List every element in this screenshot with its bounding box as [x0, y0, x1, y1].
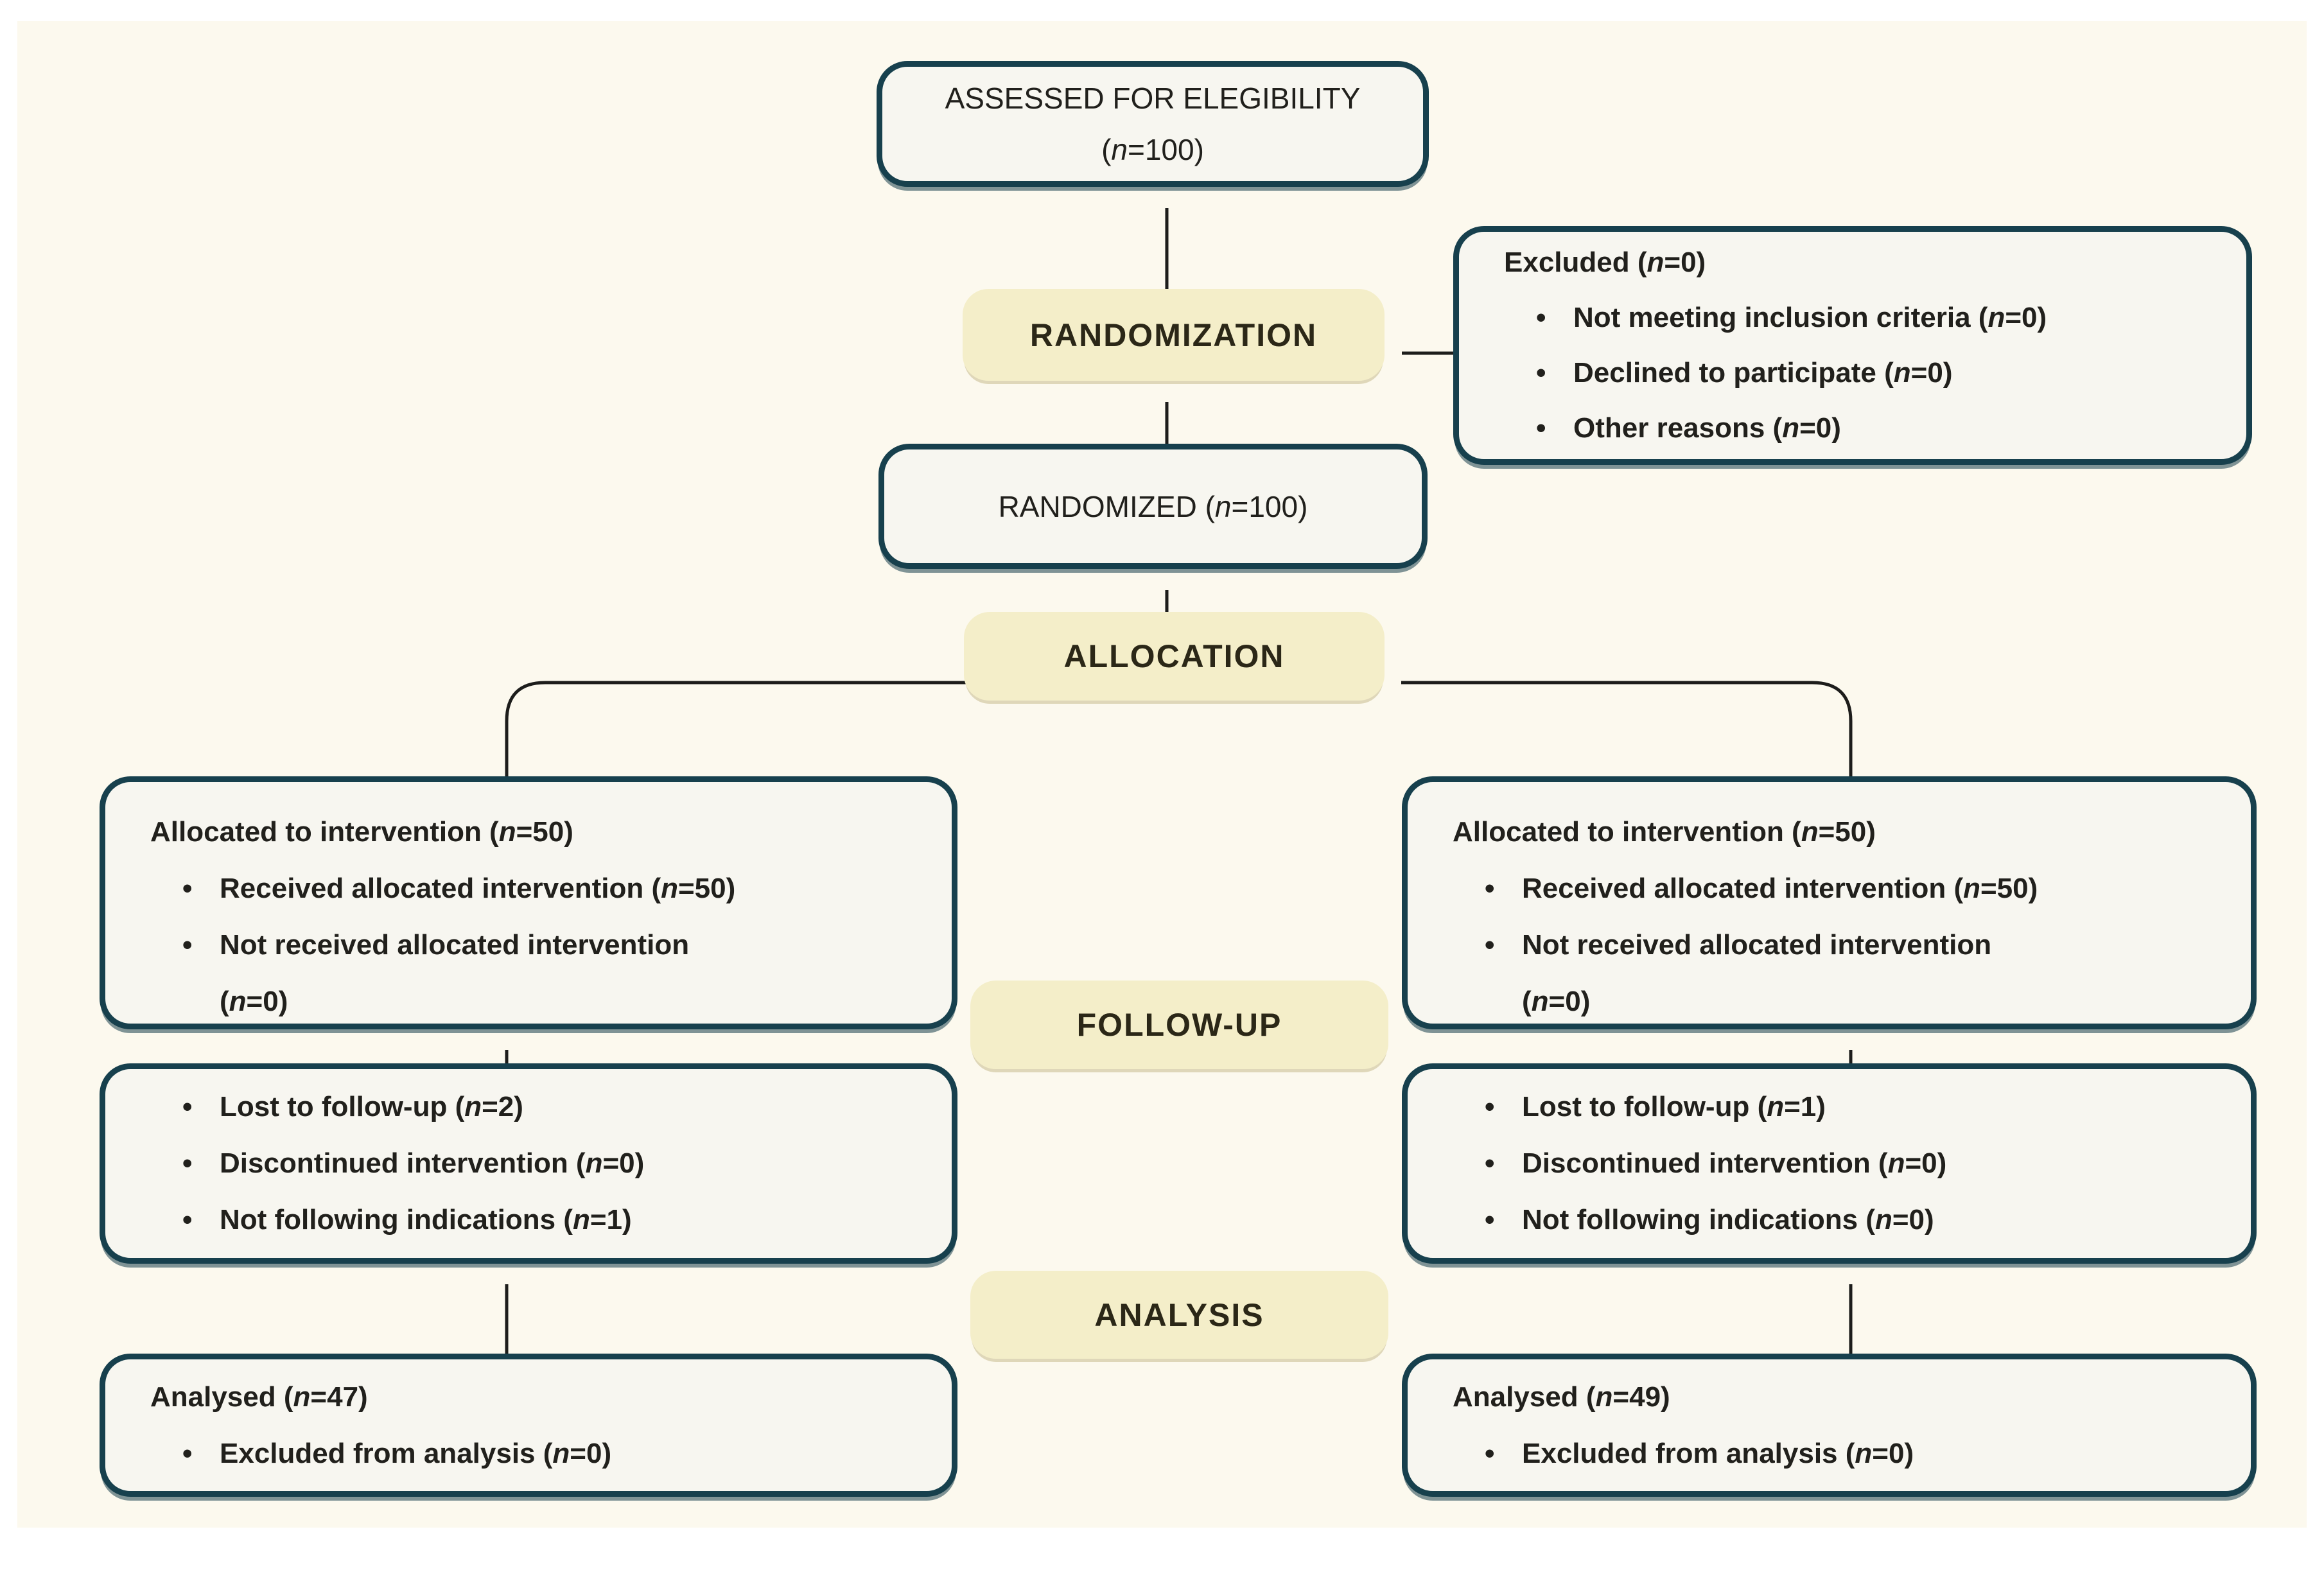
bullet-item: Other reasons (n=0) [1504, 401, 2214, 456]
followup-label: FOLLOW-UP [970, 981, 1388, 1069]
followup-right-box: Lost to follow-up (n=1) Discontinued int… [1402, 1063, 2257, 1264]
analysed-left-box: Analysed (n=47) Excluded from analysis (… [100, 1354, 957, 1497]
followup-label-text: FOLLOW-UP [1076, 1007, 1282, 1043]
analysed-right-bullet-list: Excluded from analysis (n=0) [1453, 1426, 2219, 1482]
allocated-left-title: Allocated to intervention (n=50) [150, 816, 573, 848]
allocation-label: ALLOCATION [964, 612, 1385, 701]
excluded-title: Excluded (n=0) [1504, 247, 1706, 278]
assessed-line1: ASSESSED FOR ELEGIBILITY [945, 82, 1361, 115]
analysed-left-title: Analysed (n=47) [150, 1381, 368, 1413]
analysis-label: ANALYSIS [970, 1271, 1388, 1359]
bullet-item: Not received allocated intervention (n=0… [150, 917, 920, 1030]
excluded-box: Excluded (n=0) Not meeting inclusion cri… [1453, 226, 2252, 465]
bullet-item: Declined to participate (n=0) [1504, 345, 2214, 401]
bullet-item: Excluded from analysis (n=0) [1453, 1426, 2219, 1482]
allocated-left-bullet-list: Received allocated intervention (n=50) N… [150, 860, 920, 1030]
bullet-item: Discontinued intervention (n=0) [150, 1135, 920, 1192]
followup-left-bullet-list: Lost to follow-up (n=2) Discontinued int… [150, 1079, 920, 1248]
assessed-line2: (n=100) [1101, 133, 1204, 166]
allocated-right-title: Allocated to intervention (n=50) [1453, 816, 1876, 848]
connector-allocation-branch-left [505, 681, 982, 798]
randomized-text: RANDOMIZED (n=100) [998, 489, 1308, 523]
analysed-left-bullet-list: Excluded from analysis (n=0) [150, 1426, 920, 1482]
bullet-item: Received allocated intervention (n=50) [150, 860, 920, 917]
allocated-right-bullet-list: Received allocated intervention (n=50) N… [1453, 860, 2219, 1030]
randomization-label-text: RANDOMIZATION [1029, 317, 1318, 353]
excluded-bullet-list: Not meeting inclusion criteria (n=0) Dec… [1504, 290, 2214, 456]
followup-left-box: Lost to follow-up (n=2) Discontinued int… [100, 1063, 957, 1264]
allocated-right-box: Allocated to intervention (n=50) Receive… [1402, 776, 2257, 1029]
randomized-box: RANDOMIZED (n=100) [878, 444, 1428, 569]
analysed-right-title: Analysed (n=49) [1453, 1381, 1670, 1413]
randomization-label: RANDOMIZATION [963, 289, 1385, 381]
bullet-item: Not received allocated intervention (n=0… [1453, 917, 2219, 1030]
analysed-right-box: Analysed (n=49) Excluded from analysis (… [1402, 1354, 2257, 1497]
allocated-left-box: Allocated to intervention (n=50) Receive… [100, 776, 957, 1029]
bullet-item: Not following indications (n=0) [1453, 1192, 2219, 1248]
assessed-box: ASSESSED FOR ELEGIBILITY (n=100) [877, 61, 1429, 187]
bullet-item: Received allocated intervention (n=50) [1453, 860, 2219, 917]
bullet-item: Excluded from analysis (n=0) [150, 1426, 920, 1482]
bullet-item: Discontinued intervention (n=0) [1453, 1135, 2219, 1192]
bullet-item: Lost to follow-up (n=1) [1453, 1079, 2219, 1135]
analysis-label-text: ANALYSIS [1094, 1296, 1264, 1333]
connector-allocation-branch-right [1401, 681, 1853, 798]
diagram-canvas: ASSESSED FOR ELEGIBILITY (n=100) RANDOMI… [17, 21, 2307, 1528]
bullet-item: Not following indications (n=1) [150, 1192, 920, 1248]
followup-right-bullet-list: Lost to follow-up (n=1) Discontinued int… [1453, 1079, 2219, 1248]
bullet-item: Lost to follow-up (n=2) [150, 1079, 920, 1135]
bullet-item: Not meeting inclusion criteria (n=0) [1504, 290, 2214, 345]
allocation-label-text: ALLOCATION [1063, 638, 1285, 674]
